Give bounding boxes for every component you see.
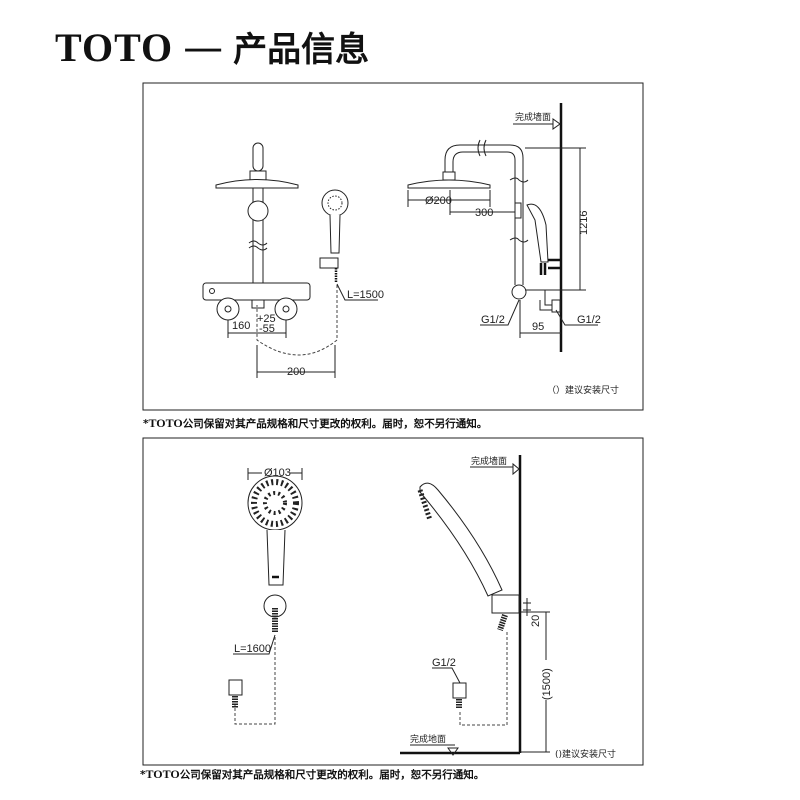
dim-depth: 95 — [532, 321, 544, 333]
hand-shower-side — [526, 203, 549, 263]
wall-holder — [491, 594, 520, 614]
legend-suggested-size: （）建议安装尺寸 — [547, 384, 619, 396]
wall-outlet — [452, 682, 467, 699]
panel-frame — [142, 82, 644, 411]
page-title: TOTO—产品信息 — [55, 22, 369, 71]
overhead-shower-head — [215, 179, 299, 189]
front-view-shower-column: 160 +25 -55 200 L=1500 — [202, 142, 384, 378]
brand-logo-text: TOTO — [55, 25, 174, 70]
thermostatic-valve-body — [202, 282, 311, 301]
panel-shower-system: 160 +25 -55 200 L=1500 完成墙面 — [142, 82, 644, 411]
legend-suggested-size: ()建议安装尺寸 — [555, 748, 616, 760]
dim-arm: 300 — [475, 207, 493, 219]
hose-path — [234, 637, 276, 725]
wall-label: 完成墙面 — [471, 455, 507, 467]
title-text: 产品信息 — [233, 30, 370, 70]
dim-tolerance-plus: +25 — [257, 313, 276, 325]
left-handle — [216, 297, 240, 321]
disclaimer-2: *TOTO公司保留对其产品规格和尺寸更改的权利。届时，恕不另行通知。 — [140, 767, 484, 781]
inlet-label: G1/2 — [432, 657, 456, 669]
hand-shower-handle — [266, 529, 286, 586]
hose-path — [459, 632, 508, 726]
wall-label: 完成墙面 — [515, 111, 551, 123]
overhead-shower-head — [407, 179, 491, 189]
title-separator: — — [183, 25, 224, 71]
inlet-label-left: G1/2 — [481, 314, 505, 326]
hose-path — [256, 285, 338, 356]
hand-shower-side — [419, 482, 503, 597]
wall-outlet — [228, 679, 243, 696]
hand-shower-head — [321, 189, 349, 217]
valve-side — [511, 284, 527, 300]
hose-length-label: L=1500 — [347, 289, 384, 301]
side-view-hand-shower: 完成墙面 完成地面 20 (1500) G1/2 ()建议安装尺寸 — [400, 455, 616, 760]
dim-centers: 160 — [232, 320, 250, 332]
dim-head-diameter: Ø200 — [425, 195, 452, 207]
front-view-hand-shower: Ø103 L=1600 — [228, 466, 303, 725]
dim-tolerance-minus: -55 — [259, 323, 275, 335]
side-view-shower-column: 完成墙面 Ø200 300 1216 G1/2 G1/2 — [407, 103, 619, 396]
inlet-label-right: G1/2 — [577, 314, 601, 326]
right-handle — [274, 297, 298, 321]
dim-height: (1500) — [541, 668, 553, 700]
hand-shower-holder — [319, 257, 339, 269]
dim-hose-span: 200 — [287, 366, 305, 378]
disclaimer-1: *TOTO公司保留对其产品规格和尺寸更改的权利。届时，恕不另行通知。 — [143, 416, 487, 430]
floor-label: 完成地面 — [410, 733, 446, 745]
dim-bracket: 20 — [530, 615, 542, 627]
panel-hand-shower: Ø103 L=1600 完成墙面 完成地面 — [142, 437, 644, 766]
panel-frame — [142, 437, 644, 766]
slider-ball — [247, 200, 269, 222]
dim-height: 1216 — [578, 211, 590, 235]
hose-length-label: L=1600 — [234, 643, 271, 655]
